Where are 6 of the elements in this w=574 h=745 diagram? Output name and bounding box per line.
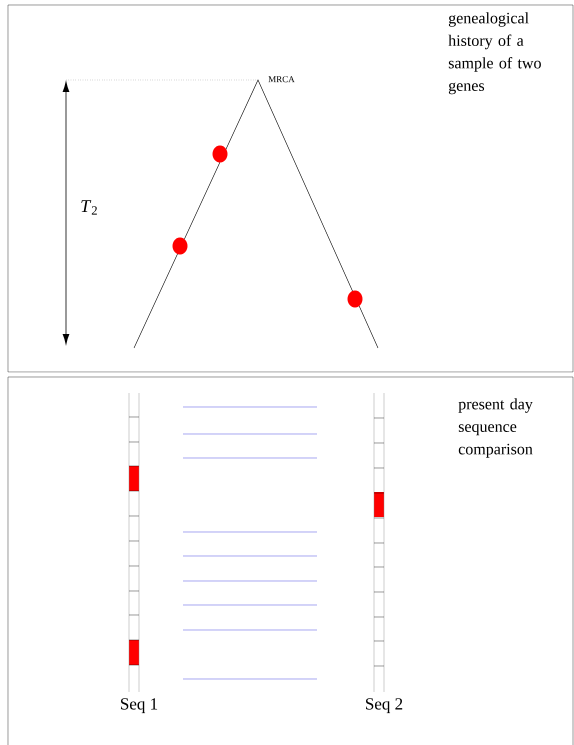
sequence-bar bbox=[374, 392, 384, 692]
sequence-label: Seq 1 bbox=[121, 698, 158, 714]
sequence-label: Seq 2 bbox=[366, 698, 402, 714]
time-label: T$_{2}$ bbox=[81, 200, 97, 215]
sequence-bar bbox=[128, 392, 140, 692]
node-label: MRCA bbox=[268, 76, 295, 82]
